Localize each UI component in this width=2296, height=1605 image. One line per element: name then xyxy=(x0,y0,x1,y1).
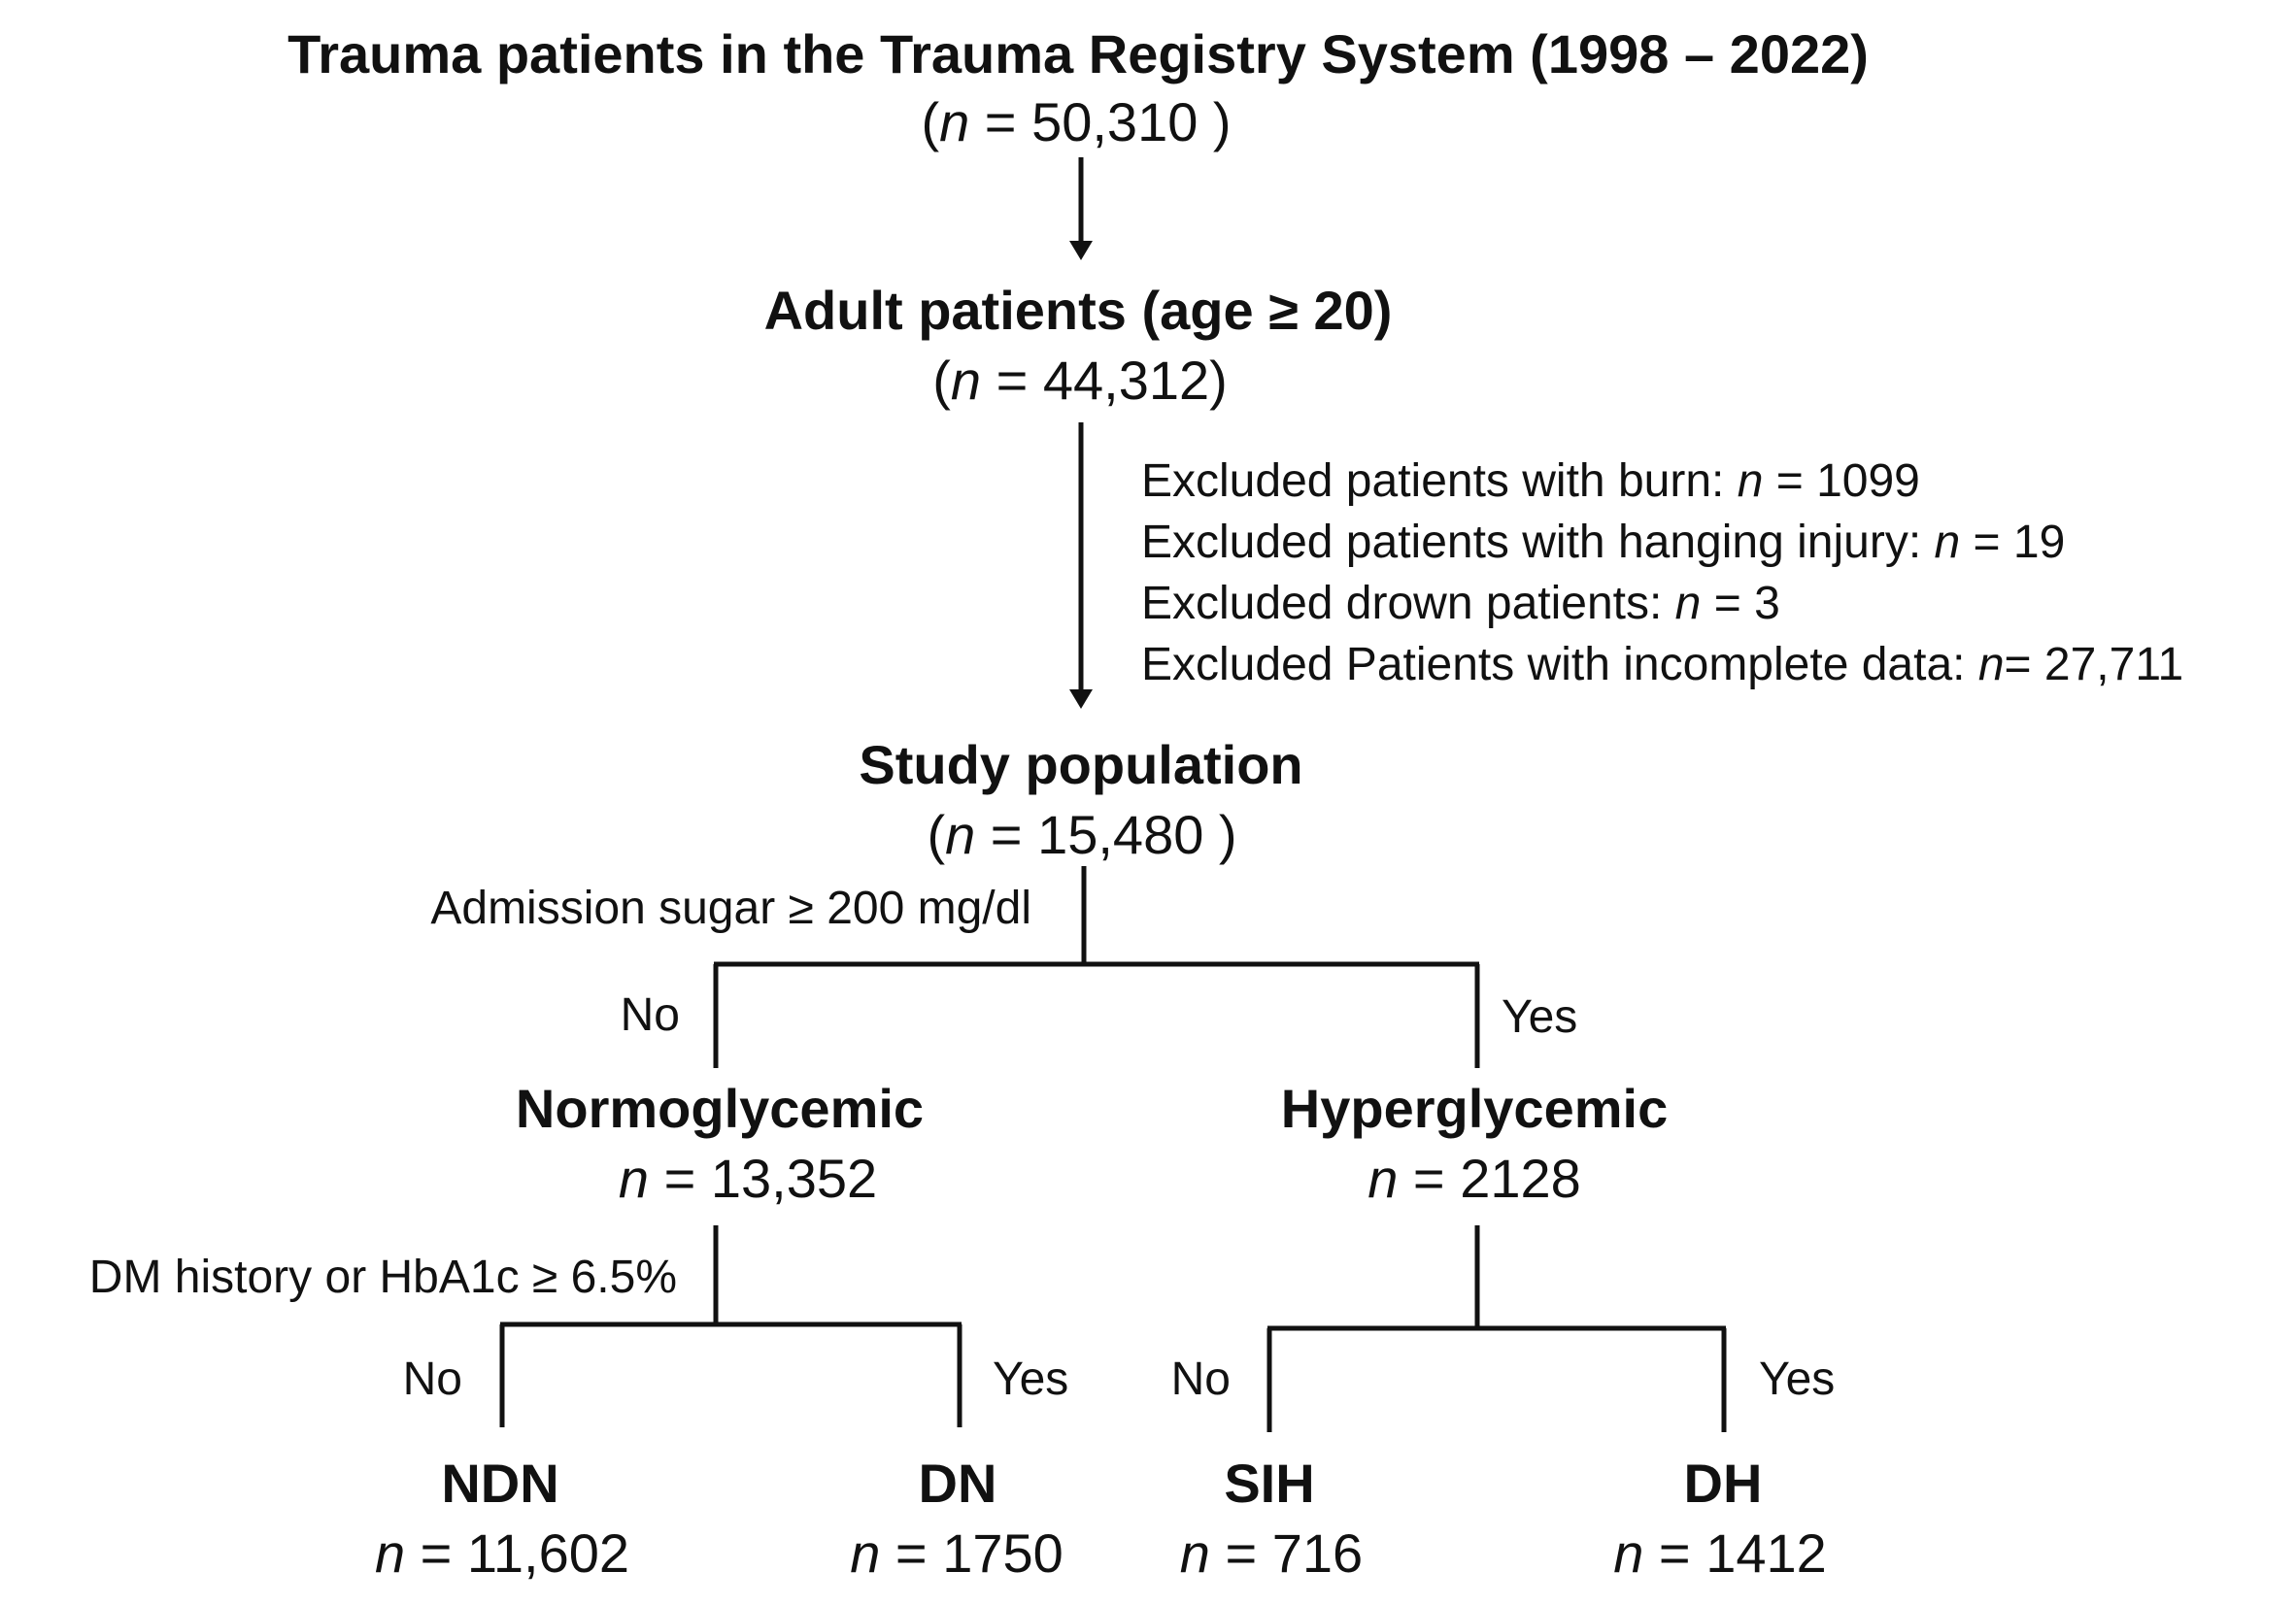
adult-count-open: ( xyxy=(932,350,951,411)
exclusion-drown-text: Excluded drown patients: xyxy=(1141,578,1675,629)
exclusion-drown-n: n xyxy=(1674,578,1702,629)
root-count: (n = 50,310 ) xyxy=(921,95,1231,150)
split2-left-no-label: No xyxy=(402,1354,462,1405)
study-count-open: ( xyxy=(927,804,946,865)
normoglycemic-count-n: n xyxy=(618,1148,650,1209)
hyperglycemic-count: n = 2128 xyxy=(1367,1152,1581,1206)
adult-count: (n = 44,312) xyxy=(932,353,1228,408)
ndn-count-n: n xyxy=(374,1522,406,1584)
sih-count-value: = 716 xyxy=(1209,1522,1364,1584)
exclusion-burn: Excluded patients with burn: n = 1099 xyxy=(1141,458,1920,505)
exclusion-incomplete-n: n xyxy=(1977,639,2005,690)
normoglycemic-count-value: = 13,352 xyxy=(649,1148,878,1209)
adult-count-n: n xyxy=(950,350,982,411)
split2-criterion: DM history or HbA1c ≥ 6.5% xyxy=(88,1252,677,1303)
adult-title: Adult patients (age ≥ 20) xyxy=(763,280,1393,341)
exclusion-incomplete-value: = 27,711 xyxy=(2004,639,2184,690)
ndn-count: n = 11,602 xyxy=(375,1526,629,1581)
dh-count: n = 1412 xyxy=(1613,1526,1827,1581)
arrowhead-study xyxy=(1069,689,1093,709)
root-count-value: = 50,310 ) xyxy=(969,91,1232,152)
arrowhead-adult xyxy=(1069,241,1093,260)
sih-count: n = 716 xyxy=(1180,1526,1363,1581)
exclusion-drown-value: = 3 xyxy=(1701,578,1780,629)
hyperglycemic-count-value: = 2128 xyxy=(1398,1148,1581,1209)
study-count-n: n xyxy=(945,804,976,865)
adult-count-value: = 44,312) xyxy=(981,350,1228,411)
exclusion-burn-n: n xyxy=(1737,455,1764,507)
exclusion-incomplete-text: Excluded Patients with incomplete data: xyxy=(1141,639,1978,690)
dn-count-n: n xyxy=(850,1522,881,1584)
split1-criterion: Admission sugar ≥ 200 mg/dl xyxy=(430,883,1031,934)
split2-left-yes-label: Yes xyxy=(993,1354,1069,1405)
exclusion-hanging-value: = 19 xyxy=(1960,517,2066,568)
study-count-value: = 15,480 ) xyxy=(975,804,1237,865)
dh-count-value: = 1412 xyxy=(1643,1522,1827,1584)
hyperglycemic-count-n: n xyxy=(1367,1148,1399,1209)
exclusion-drown: Excluded drown patients: n = 3 xyxy=(1141,581,1780,627)
root-title: Trauma patients in the Trauma Registry S… xyxy=(287,23,1869,84)
normoglycemic-count: n = 13,352 xyxy=(619,1152,877,1206)
sih-count-n: n xyxy=(1179,1522,1210,1584)
dh-title: DH xyxy=(1683,1453,1763,1514)
dn-count-value: = 1750 xyxy=(880,1522,1064,1584)
exclusion-hanging-n: n xyxy=(1934,517,1961,568)
exclusion-incomplete: Excluded Patients with incomplete data: … xyxy=(1141,642,2183,688)
study-title: Study population xyxy=(859,734,1303,795)
root-count-n: n xyxy=(939,91,970,152)
study-count: (n = 15,480 ) xyxy=(927,808,1236,862)
root-count-open: ( xyxy=(921,91,940,152)
exclusion-burn-text: Excluded patients with burn: xyxy=(1141,455,1738,507)
dn-title: DN xyxy=(918,1453,997,1514)
split1-no-label: No xyxy=(620,989,680,1041)
split1-yes-label: Yes xyxy=(1502,991,1578,1043)
dn-count: n = 1750 xyxy=(850,1526,1064,1581)
exclusion-hanging-text: Excluded patients with hanging injury: xyxy=(1141,517,1935,568)
ndn-count-value: = 11,602 xyxy=(405,1522,630,1584)
ndn-title: NDN xyxy=(441,1453,559,1514)
split2-right-no-label: No xyxy=(1170,1354,1231,1405)
exclusion-burn-value: = 1099 xyxy=(1763,455,1920,507)
sih-title: SIH xyxy=(1224,1453,1315,1514)
dh-count-n: n xyxy=(1613,1522,1644,1584)
split2-right-yes-label: Yes xyxy=(1759,1354,1836,1405)
exclusion-hanging: Excluded patients with hanging injury: n… xyxy=(1141,519,2065,566)
normoglycemic-title: Normoglycemic xyxy=(515,1078,925,1139)
hyperglycemic-title: Hyperglycemic xyxy=(1280,1078,1669,1139)
